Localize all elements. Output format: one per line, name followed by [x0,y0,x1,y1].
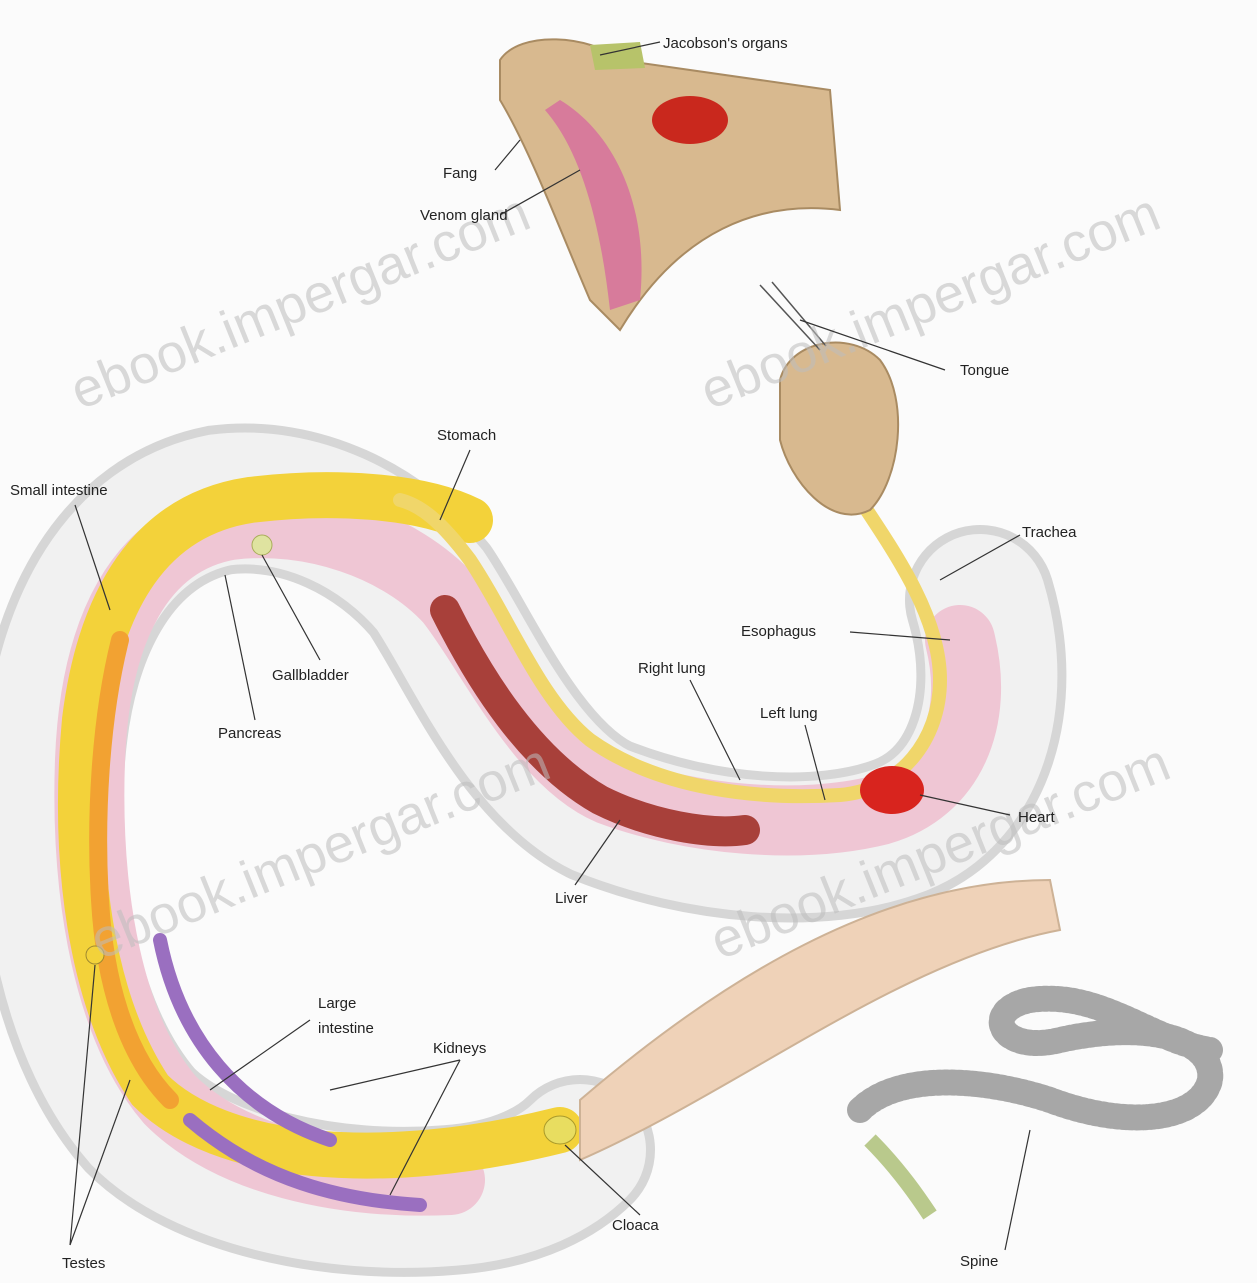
label-tongue: Tongue [960,362,1009,379]
label-fang: Fang [443,165,477,182]
snake-body [48,495,991,1205]
label-esophagus: Esophagus [741,623,816,640]
label-spine: Spine [960,1253,998,1270]
label-stomach: Stomach [437,427,496,444]
spine-inset [860,999,1210,1215]
label-cloaca: Cloaca [612,1217,659,1234]
label-jacobsons-organs: Jacobson's organs [663,35,788,52]
label-large-intestine-line2: intestine [318,1020,374,1037]
label-right-lung: Right lung [638,660,706,677]
snake-head [500,39,840,330]
label-large-intestine-line1: Large [318,995,356,1012]
label-left-lung: Left lung [760,705,818,722]
label-heart: Heart [1018,809,1056,826]
label-liver: Liver [555,890,588,907]
label-trachea: Trachea [1022,524,1077,541]
label-kidneys: Kidneys [433,1040,486,1057]
label-pancreas: Pancreas [218,725,281,742]
watermark: ebook.impergar.com [692,182,1168,421]
label-venom-gland: Venom gland [420,207,508,224]
label-small-intestine: Small intestine [10,482,108,499]
label-gallbladder: Gallbladder [272,667,349,684]
label-testes: Testes [62,1255,105,1272]
watermark: ebook.impergar.com [82,732,558,971]
